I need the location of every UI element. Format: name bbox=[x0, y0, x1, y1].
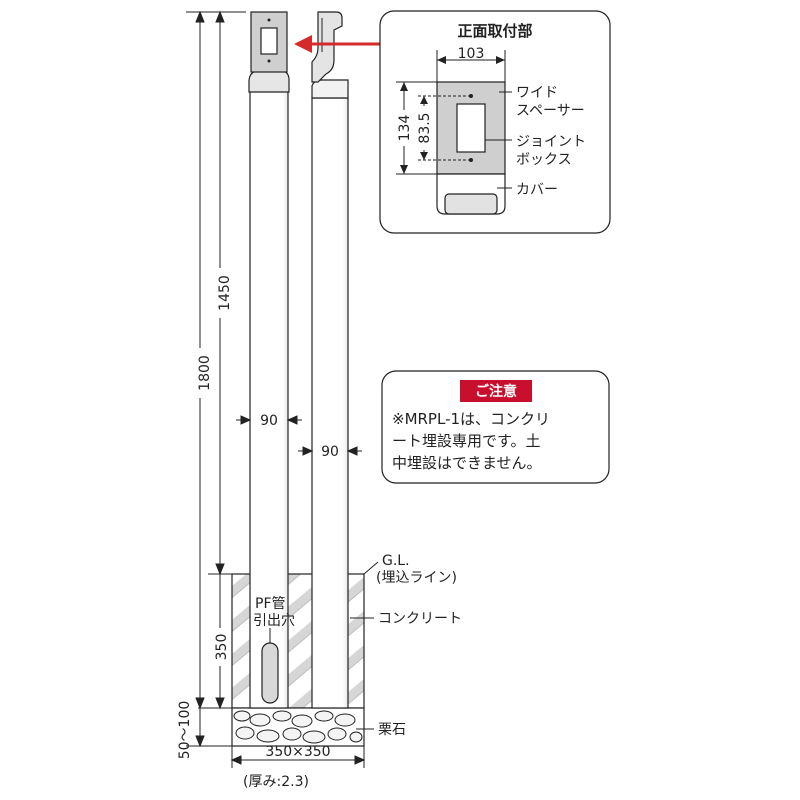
dimension-gravel bbox=[195, 697, 232, 710]
dimension-total-height bbox=[186, 10, 246, 748]
label-box-1: ジョイント bbox=[516, 134, 586, 150]
caution-line-3: 中埋設はできません。 bbox=[392, 454, 542, 472]
dimension-pole-height bbox=[215, 10, 225, 576]
caution-line-1: ※MRPL-1は、コンクリ bbox=[392, 410, 550, 428]
label-box-2: ボックス bbox=[516, 152, 572, 168]
side-pole bbox=[311, 11, 349, 709]
label-1800: 1800 bbox=[197, 355, 213, 391]
label-90-side: 90 bbox=[321, 444, 339, 460]
label-gravel: 栗石 bbox=[378, 722, 406, 738]
caution-line-2: ート埋設専用です。土 bbox=[392, 432, 541, 450]
label-spacer-1: ワイド bbox=[516, 85, 558, 101]
inset-front-mount: 正面取付部 103 134 83.5 bbox=[379, 10, 611, 234]
label-1450: 1450 bbox=[217, 275, 233, 311]
label-90-front: 90 bbox=[260, 413, 278, 429]
gravel-layer bbox=[231, 707, 365, 747]
label-thickness: (厚み:2.3) bbox=[243, 774, 309, 790]
inset-title: 正面取付部 bbox=[457, 22, 532, 40]
label-concrete: コンクリート bbox=[378, 611, 462, 627]
label-103: 103 bbox=[458, 46, 485, 62]
front-pole bbox=[248, 11, 290, 709]
label-cover: カバー bbox=[516, 182, 558, 198]
dimension-side-width bbox=[298, 446, 362, 456]
label-gravel-depth: 50〜100 bbox=[177, 701, 193, 760]
label-base-size: 350×350 bbox=[265, 744, 330, 760]
label-gl-line: (埋込ライン) bbox=[376, 570, 457, 586]
label-pf-2: 引出穴 bbox=[253, 613, 295, 629]
arrow-icon bbox=[294, 35, 382, 53]
label-spacer-2: スペーサー bbox=[516, 103, 585, 119]
pf-pipe-hole bbox=[261, 642, 279, 704]
caution-badge: ご注意 bbox=[475, 383, 517, 400]
label-134: 134 bbox=[397, 115, 413, 142]
dimension-concrete-depth bbox=[208, 573, 232, 710]
caution-box: ご注意 ※MRPL-1は、コンクリ ート埋設専用です。土 中埋設はできません。 bbox=[381, 370, 610, 484]
label-83-5: 83.5 bbox=[417, 112, 433, 143]
label-pf-1: PF管 bbox=[255, 596, 286, 612]
label-gl: G.L. bbox=[382, 553, 410, 569]
label-350-depth: 350 bbox=[214, 634, 230, 661]
dimension-front-width bbox=[236, 415, 302, 425]
dimension-base bbox=[230, 746, 366, 768]
